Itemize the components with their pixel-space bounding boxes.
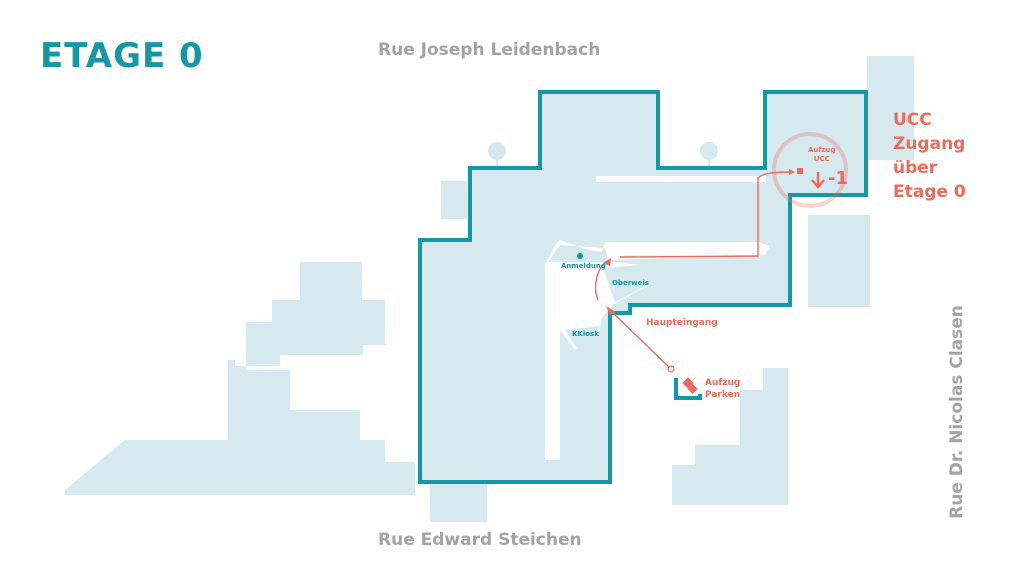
street-east-label: Rue Dr. Nicolas Clasen (947, 305, 967, 519)
tree-trunk (708, 158, 710, 166)
level-minus-one-label: -1 (828, 168, 848, 189)
ucc-note-line: Zugang (893, 134, 966, 154)
building-northeast (867, 56, 914, 160)
anmeldung-label: Anmeldung (561, 262, 606, 270)
haupteingang-label: Haupteingang (646, 318, 718, 328)
street-south-label: Rue Edward Steichen (378, 530, 582, 550)
ucc-elevator-icon (797, 168, 803, 174)
aufzug-parken-label: Aufzug Parken (705, 377, 740, 401)
building-small-left (441, 181, 467, 219)
kkiosk-label: KKiosk (572, 330, 599, 338)
route-start-marker (667, 365, 675, 373)
route-to-ucc (594, 171, 791, 301)
tree-icon (488, 142, 506, 160)
ucc-highlight-ring (772, 132, 848, 208)
anmeldung-marker (577, 253, 583, 259)
corridor-white (596, 176, 766, 182)
route-arrows (603, 169, 795, 315)
kkiosk-block (565, 326, 600, 350)
ucc-note-line: UCC (893, 110, 932, 130)
street-north-label: Rue Joseph Leidenbach (378, 40, 601, 60)
building-left-complex (65, 262, 415, 495)
tree-icon (700, 142, 718, 160)
tree-trunk (496, 158, 498, 166)
surrounding-buildings (65, 56, 914, 522)
ucc-note-line: Etage 0 (893, 182, 966, 202)
ucc-note-line: über (893, 158, 938, 178)
routes (594, 171, 791, 369)
corridor-oberweis (603, 265, 652, 302)
building-south-block (430, 484, 487, 522)
aufzug-parken-line: Aufzug (705, 378, 741, 388)
arrow-head-icon (789, 169, 795, 175)
ucc-access-note: UCC Zugang über Etage 0 (893, 108, 966, 204)
aufzug-ucc-line: Aufzug (808, 146, 836, 154)
main-corridor (545, 240, 770, 460)
parking-elevator-icon (674, 377, 702, 400)
building-southeast (672, 368, 788, 505)
aufzug-ucc-line: UCC (813, 155, 830, 163)
aufzug-ucc-label: Aufzug UCC (808, 146, 836, 164)
trees (488, 142, 718, 166)
down-arrow-icon (811, 172, 825, 189)
oberweis-label: Oberweis (612, 279, 649, 287)
arrow-head-icon (603, 258, 611, 266)
building-east-block (808, 215, 870, 307)
route-to-anmeldung (611, 311, 671, 369)
arrow-head-icon (606, 306, 616, 315)
floor-title: ETAGE 0 (40, 36, 204, 76)
aufzug-parken-line: Parken (705, 390, 741, 400)
